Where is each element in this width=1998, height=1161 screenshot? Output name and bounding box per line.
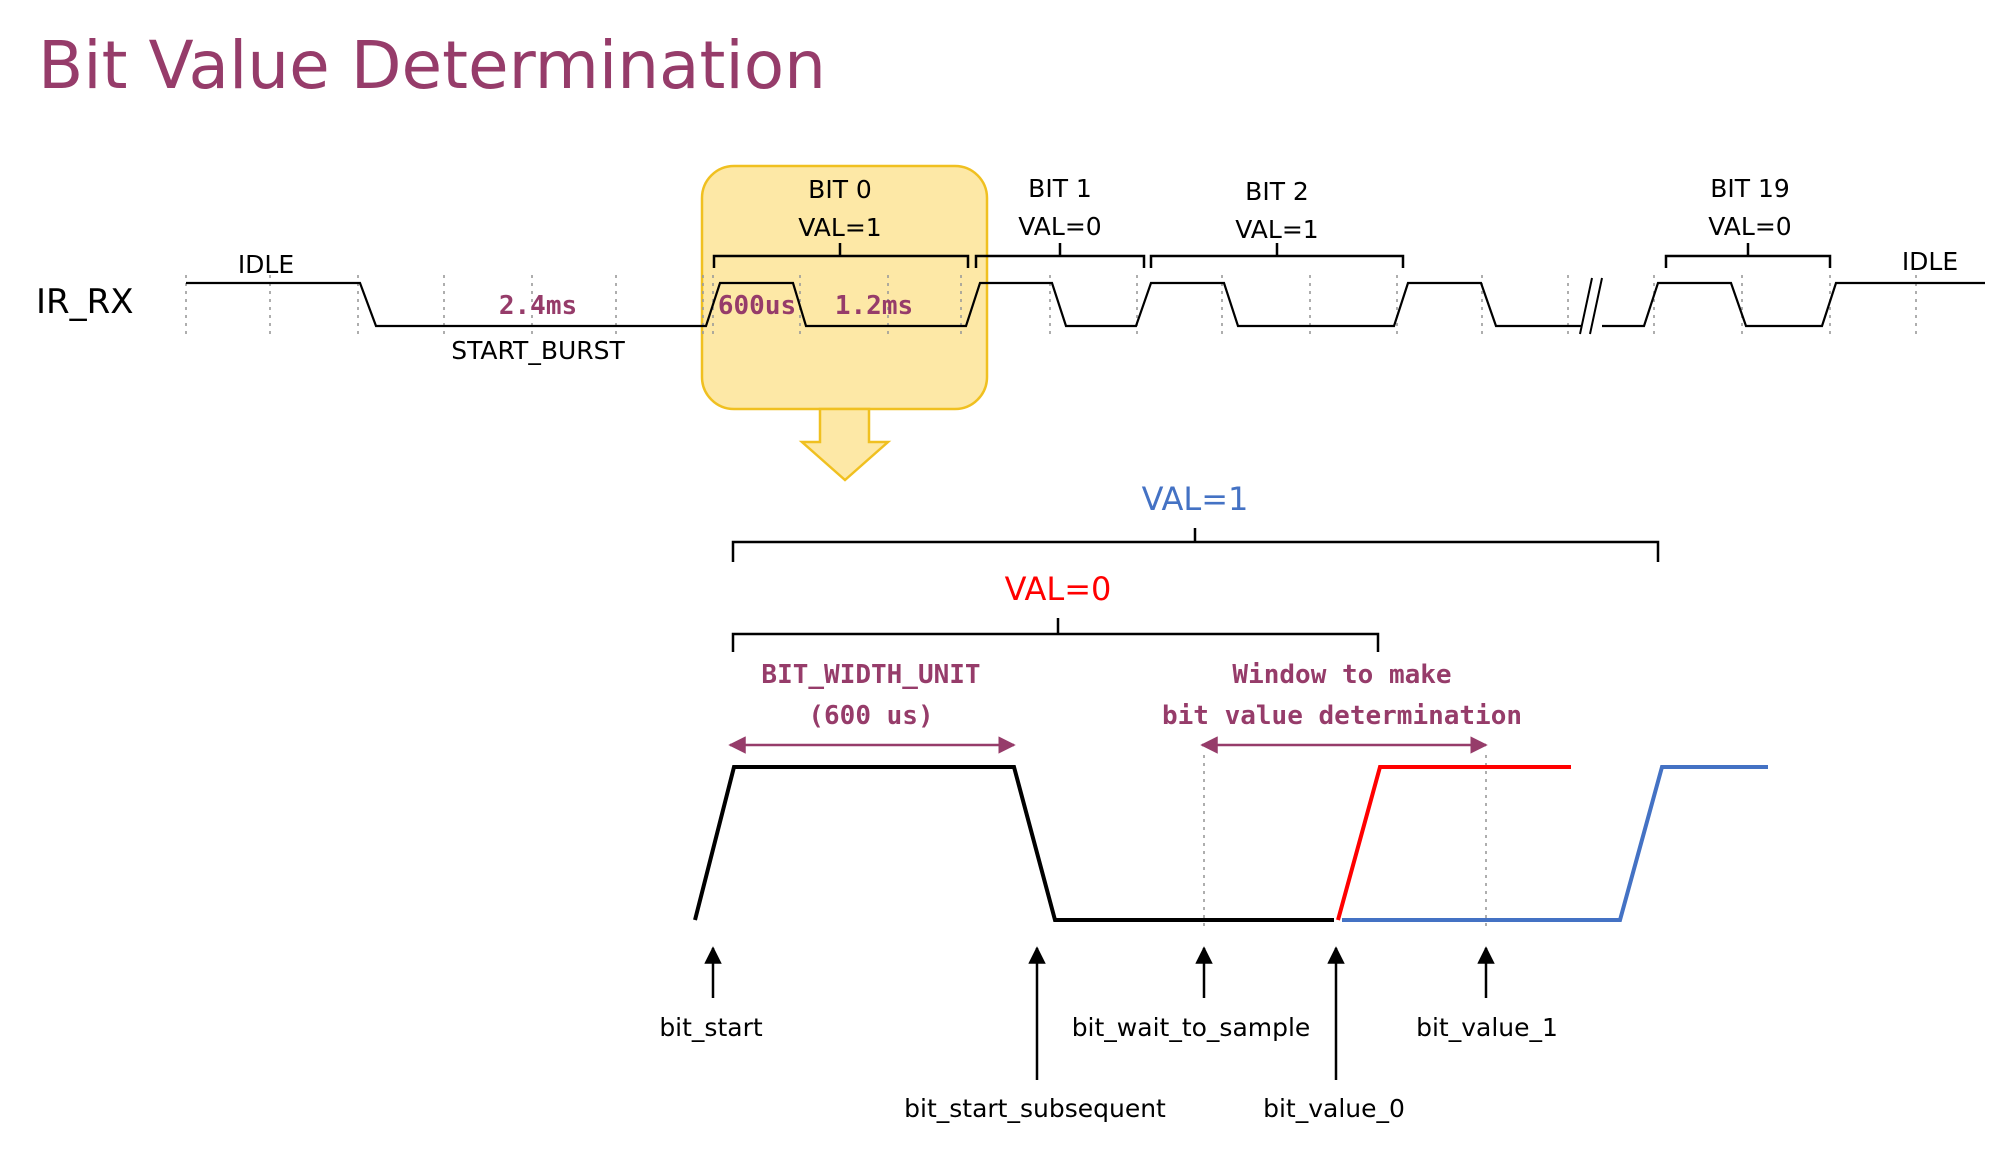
val1-brace xyxy=(731,528,1660,562)
bit-width-label: BIT_WIDTH_UNIT xyxy=(761,660,980,690)
bit-value: VAL=1 xyxy=(798,213,881,242)
bit0-highlight xyxy=(700,164,989,482)
val1-label: VAL=1 xyxy=(1142,480,1249,518)
bit-1: BIT 1 VAL=0 xyxy=(1018,174,1101,241)
bit0-high-duration: 600us xyxy=(718,291,796,321)
bit0-low-duration: 1.2ms xyxy=(835,291,913,321)
start-duration-label: 2.4ms xyxy=(499,291,577,321)
bit-width-value: (600 us) xyxy=(808,701,933,731)
time-break-icon xyxy=(1579,277,1603,335)
bit-value: VAL=1 xyxy=(1235,215,1318,244)
window-label-line1: Window to make xyxy=(1232,660,1451,690)
bit-value-1-label: bit_value_1 xyxy=(1416,1013,1558,1042)
idle-right-label: IDLE xyxy=(1902,247,1958,276)
ir-rx-waveform xyxy=(186,277,1985,335)
bit-value: VAL=0 xyxy=(1018,212,1101,241)
bit-name: BIT 1 xyxy=(1028,174,1092,203)
signal-name: IR_RX xyxy=(36,282,134,322)
detail-waveform xyxy=(693,765,1768,922)
val0-label: VAL=0 xyxy=(1005,570,1112,608)
bit-start-label: bit_start xyxy=(659,1013,763,1042)
bit-2: BIT 2 VAL=1 xyxy=(1235,177,1318,244)
bit-value: VAL=0 xyxy=(1708,212,1791,241)
bit-name: BIT 2 xyxy=(1245,177,1309,206)
bit-wait-to-sample-label: bit_wait_to_sample xyxy=(1072,1013,1311,1042)
idle-left-label: IDLE xyxy=(238,250,294,279)
bit-braces xyxy=(712,243,1832,268)
val1-trace xyxy=(1342,765,1768,922)
common-trace xyxy=(693,765,1334,922)
bit-19: BIT 19 VAL=0 xyxy=(1708,174,1791,241)
window-label-line2: bit value determination xyxy=(1162,701,1522,731)
down-arrow-icon xyxy=(798,407,892,482)
bit-start-subsequent-label: bit_start_subsequent xyxy=(904,1094,1166,1123)
page-title: Bit Value Determination xyxy=(38,27,826,104)
val0-brace xyxy=(731,618,1380,652)
marker-arrows xyxy=(704,946,1495,1080)
bit-name: BIT 0 xyxy=(808,175,872,204)
bit-0: BIT 0 VAL=1 xyxy=(798,175,881,242)
start-burst-label: START_BURST xyxy=(451,336,625,365)
bit-name: BIT 19 xyxy=(1710,174,1790,203)
val0-trace xyxy=(1336,765,1571,921)
bit-value-0-label: bit_value_0 xyxy=(1263,1094,1405,1123)
